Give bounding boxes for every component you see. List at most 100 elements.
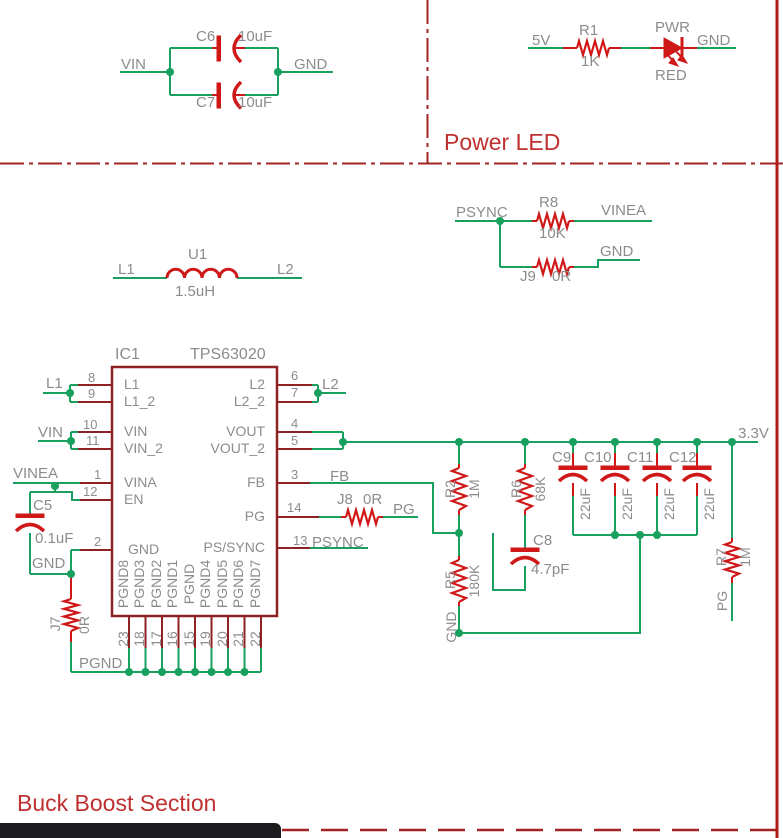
pin-number: 16 [164, 631, 180, 647]
led-color-label: RED [655, 67, 687, 84]
ic-pin-stubs [78, 384, 319, 648]
ic-body [110, 365, 279, 618]
c5-capacitor-symbol [14, 513, 46, 533]
pin-name: EN [124, 491, 144, 507]
pin-number: 6 [291, 368, 299, 383]
c9-value-label: 22uF [577, 488, 593, 520]
r6-value-label: 68K [532, 476, 548, 502]
r1-ref-label: R1 [579, 22, 599, 39]
pin-number: 20 [214, 631, 230, 647]
u1-inductor-symbol [165, 267, 239, 279]
pin-number: 14 [287, 500, 302, 515]
r5-value-label: 180K [466, 564, 482, 598]
pin-name: PGND6 [230, 559, 246, 609]
component-leads [70, 47, 733, 642]
capacitor-symbols [14, 33, 713, 566]
wires [13, 47, 758, 673]
net-label-pg-r7: PG [714, 590, 730, 612]
ic-part-label: TPS63020 [190, 346, 266, 363]
ic-ref-label: IC1 [115, 346, 140, 363]
net-label-gnd-j9: GND [600, 243, 634, 260]
net-label-psync: PSYNC [456, 204, 508, 221]
pin-number: 2 [94, 534, 102, 549]
net-label-vinea-ic: VINEA [13, 465, 59, 482]
net-label-vin-ic: VIN [38, 424, 64, 441]
pin-name: PGND1 [164, 559, 180, 609]
c6-value-label: 10uF [238, 28, 273, 45]
r1-value-label: 1K [581, 53, 600, 70]
c11-value-label: 22uF [661, 488, 677, 520]
net-label-gnd-r5: GND [443, 611, 459, 643]
net-label-5v: 5V [532, 32, 551, 49]
c7-ref-label: C7 [196, 94, 216, 111]
u1-ref-label: U1 [188, 246, 208, 263]
r6-ref-label: R6 [508, 480, 524, 498]
c11-ref-label: C11 [627, 449, 654, 466]
net-label-fb: FB [330, 468, 350, 485]
net-label-3v3: 3.3V [738, 425, 769, 442]
c5-value-label: 0.1uF [35, 530, 74, 547]
junction-dots [51, 68, 736, 676]
pin-number: 13 [293, 533, 308, 548]
resistor-symbols [62, 39, 741, 633]
j9-ref-label: J9 [520, 268, 536, 285]
section-title-power-led: Power LED [444, 129, 561, 155]
net-label-l2: L2 [277, 261, 294, 278]
pin-name: VOUT [226, 423, 265, 439]
pin-number: 11 [86, 433, 100, 448]
r7-value-label: 1M [737, 547, 753, 567]
c5-ref-label: C5 [33, 497, 53, 514]
c8-ref-label: C8 [533, 532, 553, 549]
j7-value-label: 0R [76, 616, 92, 634]
pwr-led-symbol [663, 37, 689, 67]
pin-number: 23 [115, 631, 131, 647]
section-title-buck-boost: Buck Boost Section [17, 790, 217, 816]
c10-ref-label: C10 [584, 449, 612, 466]
r2-ref-label: R2 [442, 480, 458, 498]
pin-name: VIN_2 [124, 440, 163, 456]
pin-number: 5 [291, 433, 299, 448]
net-label-l2-ic: L2 [322, 376, 339, 393]
c7-capacitor-symbol [216, 80, 243, 110]
pin-number: 22 [247, 631, 263, 647]
pin-number: 18 [131, 631, 147, 647]
r7-ref-label: R7 [713, 548, 729, 566]
net-label-psync-ic: PSYNC [312, 534, 364, 551]
j8-resistor-symbol [344, 508, 380, 526]
c9-capacitor-symbol [557, 465, 589, 483]
pin-name: L2 [249, 376, 265, 392]
pin-name: VIN [124, 423, 148, 439]
net-label-gnd: GND [294, 56, 328, 73]
c12-ref-label: C12 [669, 449, 697, 466]
net-label-l1: L1 [118, 261, 135, 278]
pin-number: 1 [94, 467, 102, 482]
j7-ref-label: J7 [47, 616, 63, 632]
net-label-gnd-c5: GND [32, 555, 66, 572]
c6-ref-label: C6 [196, 28, 216, 45]
net-label-vinea: VINEA [601, 202, 647, 219]
pin-number: 3 [291, 467, 299, 482]
net-label-l1-ic: L1 [46, 375, 63, 392]
pin-number: 17 [148, 631, 164, 647]
led-ref-label: PWR [655, 19, 690, 36]
c7-value-label: 10uF [238, 94, 273, 111]
pin-name: L1_2 [124, 393, 156, 409]
browser-status-bar [0, 823, 281, 838]
j9-value-label: 0R [552, 268, 572, 285]
pin-number: 15 [181, 631, 197, 647]
r8-ref-label: R8 [539, 194, 559, 211]
pin-name: PG [244, 508, 265, 524]
pin-name: L2_2 [233, 393, 265, 409]
c6-capacitor-symbol [216, 33, 243, 64]
net-label-pgnd: PGND [79, 655, 123, 672]
pin-name: PS/SYNC [203, 539, 265, 555]
pin-number: 10 [83, 417, 98, 432]
pin-number: 4 [291, 416, 299, 431]
pin-name: PGND [181, 563, 197, 605]
pin-name: FB [247, 474, 265, 490]
pin-name: PGND2 [148, 559, 164, 609]
pin-name: VOUT_2 [210, 440, 265, 456]
pin-number: 12 [83, 484, 98, 499]
